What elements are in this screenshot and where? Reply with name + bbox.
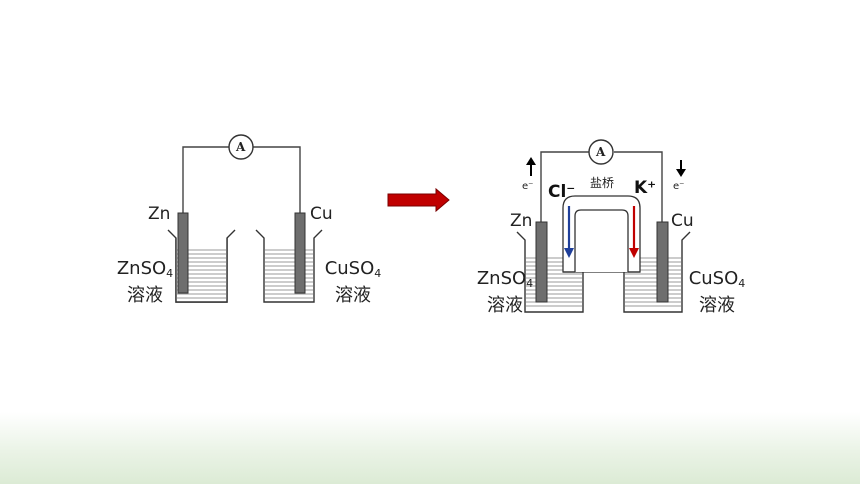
right-circuit	[540, 139, 663, 225]
right-cuso4-label: CuSO4 溶液	[684, 268, 750, 317]
left-cuso4-subscript: 4	[374, 267, 382, 280]
electron-arrow-down	[676, 160, 686, 177]
right-zn-solution-lines	[526, 257, 582, 307]
left-wire	[182, 146, 301, 228]
left-beaker-zn	[167, 212, 236, 303]
left-zn-electrode	[177, 212, 189, 294]
right-wire	[540, 151, 663, 225]
right-beaker-zn	[516, 231, 592, 313]
cation-label: K⁺	[634, 178, 657, 198]
right-cuso4-word: 溶液	[699, 295, 735, 316]
left-cathode-label: Cu	[310, 204, 333, 224]
right-zn-electrode	[535, 221, 548, 303]
right-znso4-subscript: 4	[526, 277, 534, 290]
left-ammeter-label: A	[236, 140, 246, 154]
electron-label-right: e⁻	[673, 181, 685, 192]
left-cu-solution-lines	[265, 249, 313, 299]
left-cu-electrode	[294, 212, 306, 294]
cation-arrow	[629, 206, 639, 258]
right-znso4-formula: ZnSO	[476, 268, 527, 289]
electron-label-left: e⁻	[522, 181, 534, 192]
right-anode-label: Zn	[510, 211, 533, 231]
salt-bridge-inner	[574, 209, 629, 272]
electron-arrow-up	[526, 157, 536, 176]
right-ammeter	[588, 139, 614, 165]
right-cu-electrode	[656, 221, 669, 303]
right-znso4-word: 溶液	[487, 295, 523, 316]
left-anode-label: Zn	[148, 204, 171, 224]
left-ammeter	[228, 134, 254, 160]
bottom-gradient-band	[0, 412, 860, 484]
right-cuso4-formula: CuSO	[688, 268, 739, 289]
left-znso4-formula: ZnSO	[116, 258, 167, 279]
left-cuso4-formula: CuSO	[324, 258, 375, 279]
salt-bridge-label: 盐桥	[590, 176, 615, 190]
left-znso4-subscript: 4	[166, 267, 174, 280]
anion-arrow	[564, 206, 574, 258]
transition-arrow	[387, 187, 450, 213]
left-znso4-label: ZnSO4 溶液	[110, 258, 180, 307]
left-beaker-cu	[255, 212, 323, 303]
anion-label: Cl⁻	[548, 182, 576, 202]
left-cuso4-word: 溶液	[335, 285, 371, 306]
right-cathode-label: Cu	[671, 211, 694, 231]
salt-bridge	[562, 195, 641, 273]
left-circuit	[182, 134, 301, 228]
left-cuso4-label: CuSO4 溶液	[320, 258, 386, 307]
right-znso4-label: ZnSO4 溶液	[470, 268, 540, 317]
right-cuso4-subscript: 4	[738, 277, 746, 290]
right-ammeter-label: A	[596, 145, 606, 159]
left-znso4-word: 溶液	[127, 285, 163, 306]
